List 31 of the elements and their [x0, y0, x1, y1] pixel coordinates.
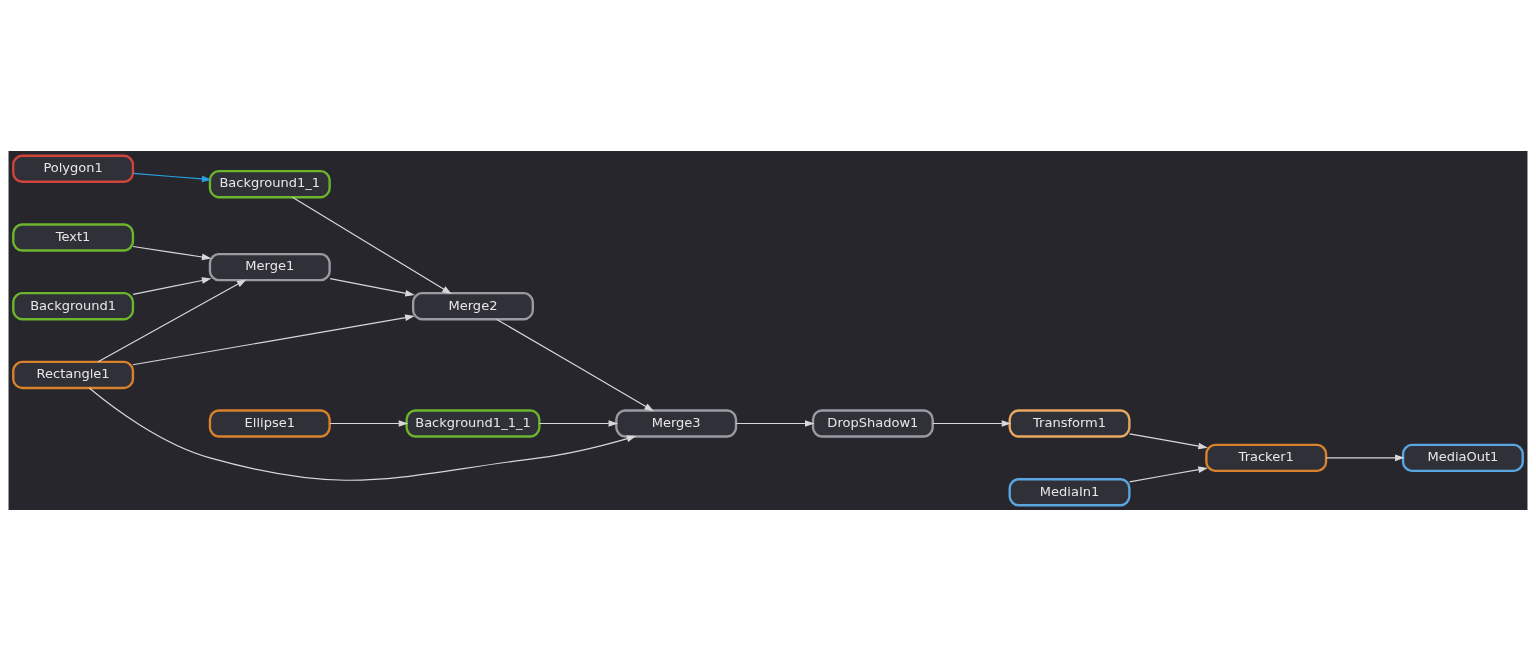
node-box: DropShadow1 — [811, 408, 934, 438]
arrow — [88, 386, 637, 481]
node-box: Ellipse1 — [208, 408, 331, 438]
node-box: MediaOut1 — [1401, 443, 1524, 472]
node-box: Background1_1_1 — [405, 408, 541, 438]
node-box: Transform1 — [1008, 408, 1131, 438]
arrow — [329, 419, 409, 427]
arrow — [132, 276, 212, 295]
node-box: Rectangle1 — [12, 360, 135, 389]
arrow — [735, 419, 815, 427]
arrow — [496, 318, 654, 411]
arrow — [538, 419, 618, 427]
node-box: Background1 — [12, 291, 135, 320]
node-box: Merge1 — [208, 252, 331, 281]
arrow — [329, 277, 415, 297]
arrow — [1128, 465, 1208, 482]
node-box: Text1 — [12, 222, 135, 252]
arrow — [97, 278, 247, 362]
node-box: Background1_1 — [208, 169, 331, 198]
node-box: Merge3 — [615, 408, 738, 438]
arrow — [932, 419, 1012, 427]
arrow — [1325, 454, 1405, 461]
arrow — [1128, 432, 1208, 449]
node-box: Merge2 — [411, 291, 534, 320]
arrow — [291, 196, 452, 294]
node-box: Polygon1 — [12, 154, 135, 183]
arrow — [132, 313, 415, 365]
arrow — [132, 245, 212, 260]
arrow — [132, 172, 212, 182]
node-box: MediaIn1 — [1008, 477, 1131, 506]
node-box: Tracker1 — [1205, 443, 1328, 472]
